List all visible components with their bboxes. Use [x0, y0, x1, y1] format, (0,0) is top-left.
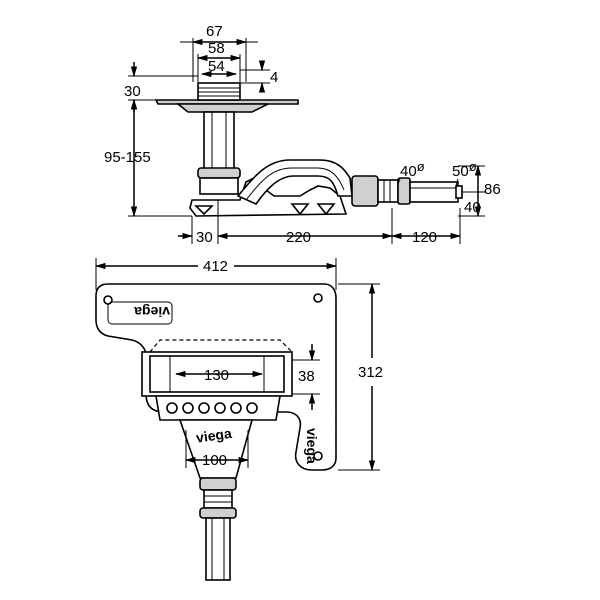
dim-58: 58 — [208, 40, 225, 57]
dim-100: 100 — [202, 452, 227, 469]
viega-logo-side: viega — [304, 428, 320, 464]
dim-67: 67 — [206, 23, 223, 40]
svg-text:viega: viega — [134, 304, 170, 320]
dim-120: 120 — [412, 229, 437, 246]
side-view: 67 58 54 4 30 95-155 40ø 50ø 86 40 30 22… — [104, 23, 501, 246]
dim-40-height: 40 — [464, 199, 481, 216]
riser-collar — [197, 167, 241, 179]
dim-412: 412 — [203, 258, 228, 275]
dim-50-pipe: 50ø — [452, 159, 477, 180]
drain-body — [175, 103, 269, 113]
dim-30-top: 30 — [124, 83, 141, 100]
dim-312: 312 — [358, 364, 383, 381]
dim-220: 220 — [286, 229, 311, 246]
lower-pipe — [205, 517, 231, 581]
plate-hole — [103, 295, 113, 305]
dimension-lines-top — [128, 38, 485, 244]
viega-logo-upside-down: viega — [134, 304, 170, 320]
lower-coupling — [199, 477, 237, 491]
dim-95-155: 95-155 — [104, 149, 151, 166]
dim-40-pipe: 40ø — [400, 159, 425, 180]
dimension-lines-plan — [94, 258, 380, 472]
dim-86: 86 — [484, 181, 501, 198]
plan-view: viega viega viega — [94, 258, 383, 581]
flange-plate — [154, 99, 299, 105]
riser-pipe — [203, 111, 235, 173]
outlet-coupling — [351, 175, 379, 207]
viega-logo-funnel: viega — [195, 425, 233, 446]
plate-hole — [313, 293, 323, 303]
drain-outline-dashed — [149, 339, 293, 353]
dim-30-bottom: 30 — [196, 229, 213, 246]
plate-hole — [313, 451, 323, 461]
dim-4: 4 — [270, 69, 278, 86]
dim-54: 54 — [208, 58, 225, 75]
dim-130: 130 — [204, 367, 229, 384]
dim-38: 38 — [298, 368, 315, 385]
svg-text:viega: viega — [304, 428, 320, 464]
outlet-pipe — [409, 181, 459, 203]
